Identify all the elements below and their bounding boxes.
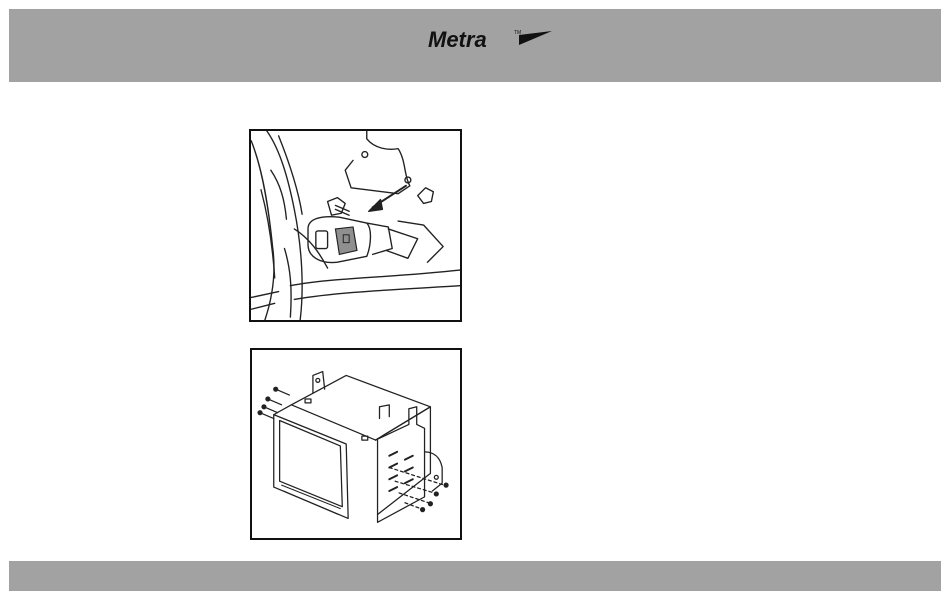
logo-trademark: TM	[514, 30, 521, 36]
logo-text: Metra	[428, 27, 487, 52]
figure-radio-bracket-assembly	[250, 348, 462, 540]
footer-band	[9, 561, 941, 591]
wiring-connector-illustration	[251, 131, 460, 320]
radio-bracket-assembly-illustration	[252, 350, 460, 538]
figure-wiring-connector	[249, 129, 462, 322]
metra-logo: Metra TM	[426, 26, 552, 52]
